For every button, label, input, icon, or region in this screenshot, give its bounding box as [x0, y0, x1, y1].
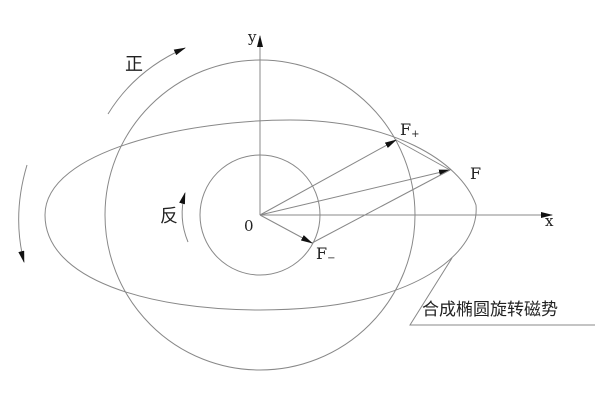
resultant-vector-label: F — [470, 164, 482, 183]
forward-label-main: F — [400, 120, 412, 139]
backward-rotation-arrow — [179, 192, 189, 243]
resultant-vector — [259, 169, 451, 216]
backward-vector — [259, 214, 313, 244]
x-axis-label: x — [545, 212, 554, 230]
resultant-ellipse — [44, 119, 477, 311]
forward-rotation-arrow — [107, 47, 186, 115]
forward-vector — [259, 139, 397, 216]
forward-vector-label: F+ — [400, 122, 420, 140]
origin-label: 0 — [244, 217, 254, 235]
left-rotation-arrow — [18, 164, 28, 263]
annotation-leader — [409, 257, 595, 326]
backward-circle — [199, 154, 321, 276]
backward-vector-label: F− — [316, 246, 336, 264]
parallelogram-edge-2 — [311, 169, 451, 244]
backward-rotation-label: 反 — [160, 206, 178, 227]
y-axis-label: y — [248, 28, 257, 46]
parallelogram-edge-1 — [395, 139, 451, 171]
forward-label-sub: + — [411, 129, 420, 140]
backward-label-sub: − — [327, 253, 336, 264]
backward-label-main: F — [316, 244, 328, 263]
annotation-label: 合成椭圆旋转磁势 — [422, 300, 558, 320]
forward-rotation-label: 正 — [125, 54, 143, 75]
forward-circle — [104, 59, 416, 371]
